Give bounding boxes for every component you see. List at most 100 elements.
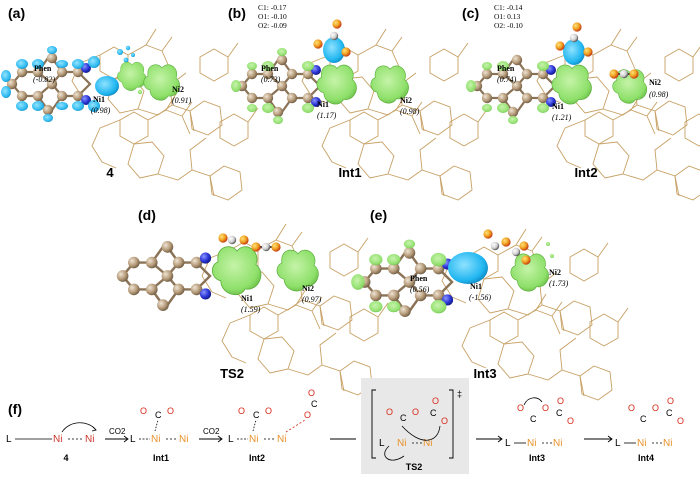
panel-e-tag: (e) bbox=[370, 207, 387, 223]
ni1-label-a: Ni1 bbox=[93, 95, 105, 104]
svg-text:C: C bbox=[530, 414, 537, 424]
panel-f-tag: (f) bbox=[8, 401, 22, 417]
svg-text:‡: ‡ bbox=[457, 389, 462, 399]
svg-text:O: O bbox=[542, 403, 549, 413]
svg-text:C: C bbox=[253, 410, 260, 420]
phen-label-c: Phen bbox=[497, 64, 515, 73]
species-int2: L Ni Ni C O O O C O Int2 bbox=[228, 388, 318, 463]
ni1-value-c: (1.21) bbox=[552, 113, 572, 122]
ni2-label-c: Ni2 bbox=[649, 78, 661, 87]
phen-label-a: Phen bbox=[34, 64, 52, 73]
svg-text:O: O bbox=[432, 396, 439, 406]
species-ts2: ‡ L Ni Ni C O O C O O TS2 bbox=[361, 378, 469, 474]
arrow-co2-1: CO2 bbox=[105, 427, 129, 443]
svg-text:O: O bbox=[567, 416, 574, 426]
panel-c: (c) C1: -0.14 O1: 0.13 O2: -0.10 Phen (0… bbox=[462, 3, 700, 201]
svg-text:Ni: Ni bbox=[663, 438, 672, 449]
svg-text:L: L bbox=[6, 434, 12, 445]
panel-c-caption: Int2 bbox=[574, 165, 597, 180]
svg-text:O: O bbox=[441, 416, 448, 426]
svg-text:L: L bbox=[379, 438, 385, 449]
spin-o2-b: O2: -0.09 bbox=[258, 21, 287, 30]
panel-a-caption: 4 bbox=[106, 165, 114, 180]
svg-text:O: O bbox=[238, 406, 245, 416]
ni2-value-c: (0.98) bbox=[649, 90, 669, 99]
panel-c-tag: (c) bbox=[462, 5, 479, 21]
panel-d: (d) Ni1 (1.59) Ni2 (0.97) TS2 bbox=[115, 207, 389, 396]
svg-text:L: L bbox=[615, 438, 621, 449]
label-4: 4 bbox=[63, 453, 68, 463]
svg-text:L: L bbox=[130, 434, 136, 445]
svg-text:O: O bbox=[652, 403, 659, 413]
svg-text:O: O bbox=[677, 416, 684, 426]
svg-text:Ni: Ni bbox=[179, 434, 188, 445]
ni2-label-b: Ni2 bbox=[400, 96, 412, 105]
ni1-label-b: Ni1 bbox=[317, 100, 329, 109]
svg-text:O: O bbox=[140, 406, 147, 416]
species-int1: L Ni Ni C O O Int1 bbox=[130, 406, 188, 463]
svg-text:CO2: CO2 bbox=[109, 427, 126, 436]
label-int3: Int3 bbox=[529, 453, 545, 463]
label-int1: Int1 bbox=[153, 453, 169, 463]
svg-text:Ni: Ni bbox=[397, 438, 406, 449]
svg-text:C: C bbox=[155, 410, 162, 420]
svg-text:C: C bbox=[666, 408, 673, 418]
phen-value-a: (-0.82) bbox=[33, 75, 55, 84]
panel-a-tag: (a) bbox=[8, 5, 25, 21]
panel-a: (a) Phen (-0.82) Ni1 (0.98) bbox=[1, 5, 259, 201]
ni1-label-d: Ni1 bbox=[241, 294, 253, 303]
svg-text:C: C bbox=[556, 408, 563, 418]
phen-value-b: (0.73) bbox=[261, 75, 281, 84]
spin-c1-c: C1: -0.14 bbox=[494, 3, 523, 12]
label-int2: Int2 bbox=[249, 453, 265, 463]
panel-d-tag: (d) bbox=[138, 207, 156, 223]
svg-text:L: L bbox=[505, 438, 511, 449]
phen-label-b: Phen bbox=[261, 64, 279, 73]
phen-ligand-a bbox=[1, 46, 100, 122]
svg-text:Ni: Ni bbox=[637, 438, 646, 449]
svg-text:C: C bbox=[640, 414, 647, 424]
svg-text:Ni: Ni bbox=[553, 438, 562, 449]
species-4: L Ni Ni 4 bbox=[6, 422, 97, 463]
spin-c1-b: C1: -0.17 bbox=[258, 3, 287, 12]
arrow-3 bbox=[476, 435, 503, 443]
phen-value-c: (0.74) bbox=[497, 75, 517, 84]
ni1-label-e: Ni1 bbox=[470, 282, 482, 291]
ni1-value-b: (1.17) bbox=[317, 111, 337, 120]
svg-text:Ni: Ni bbox=[249, 434, 258, 445]
svg-text:O: O bbox=[412, 407, 419, 417]
svg-text:O: O bbox=[265, 406, 272, 416]
svg-text:O: O bbox=[167, 406, 174, 416]
species-int4: L Ni Ni C O O C O O Int4 bbox=[615, 396, 684, 463]
svg-text:Ni: Ni bbox=[277, 434, 286, 445]
svg-text:O: O bbox=[667, 396, 674, 406]
arrow-4 bbox=[584, 435, 613, 443]
panel-b-tag: (b) bbox=[228, 5, 246, 21]
svg-text:Ni: Ni bbox=[423, 438, 432, 449]
svg-text:Ni: Ni bbox=[151, 434, 160, 445]
panel-e-caption: Int3 bbox=[473, 366, 496, 381]
ni2-label-a: Ni2 bbox=[172, 85, 184, 94]
svg-text:Ni: Ni bbox=[53, 434, 62, 445]
ni1-value-e: (-1.56) bbox=[469, 293, 491, 302]
label-int4: Int4 bbox=[638, 453, 654, 463]
panel-b: (b) C1: -0.17 O1: -0.10 O2: -0.09 Phen (… bbox=[228, 3, 489, 201]
svg-text:Ni: Ni bbox=[527, 438, 536, 449]
svg-text:Ni: Ni bbox=[85, 434, 94, 445]
ni2-value-d: (0.97) bbox=[302, 295, 322, 304]
phen-value-e: (0.56) bbox=[410, 285, 430, 294]
panel-e: (e) Phen (0.56) Ni1 (-1.56) Ni2 (1.73) I… bbox=[351, 207, 629, 401]
svg-text:O: O bbox=[304, 410, 311, 420]
ni1-label-c: Ni1 bbox=[552, 102, 564, 111]
svg-text:C: C bbox=[400, 413, 407, 423]
spin-o2-c: O2: -0.10 bbox=[494, 21, 523, 30]
ni1-spin-density-a bbox=[95, 45, 143, 96]
reaction-scheme: (f) L Ni Ni 4 CO2 L Ni Ni C O O bbox=[6, 378, 684, 474]
ni2-value-b: (0.98) bbox=[400, 107, 420, 116]
svg-text:O: O bbox=[386, 407, 393, 417]
ni1-value-d: (1.59) bbox=[241, 305, 261, 314]
svg-text:O: O bbox=[628, 403, 635, 413]
svg-text:C: C bbox=[311, 399, 318, 409]
svg-text:O: O bbox=[517, 403, 524, 413]
ni2-label-e: Ni2 bbox=[549, 268, 561, 277]
